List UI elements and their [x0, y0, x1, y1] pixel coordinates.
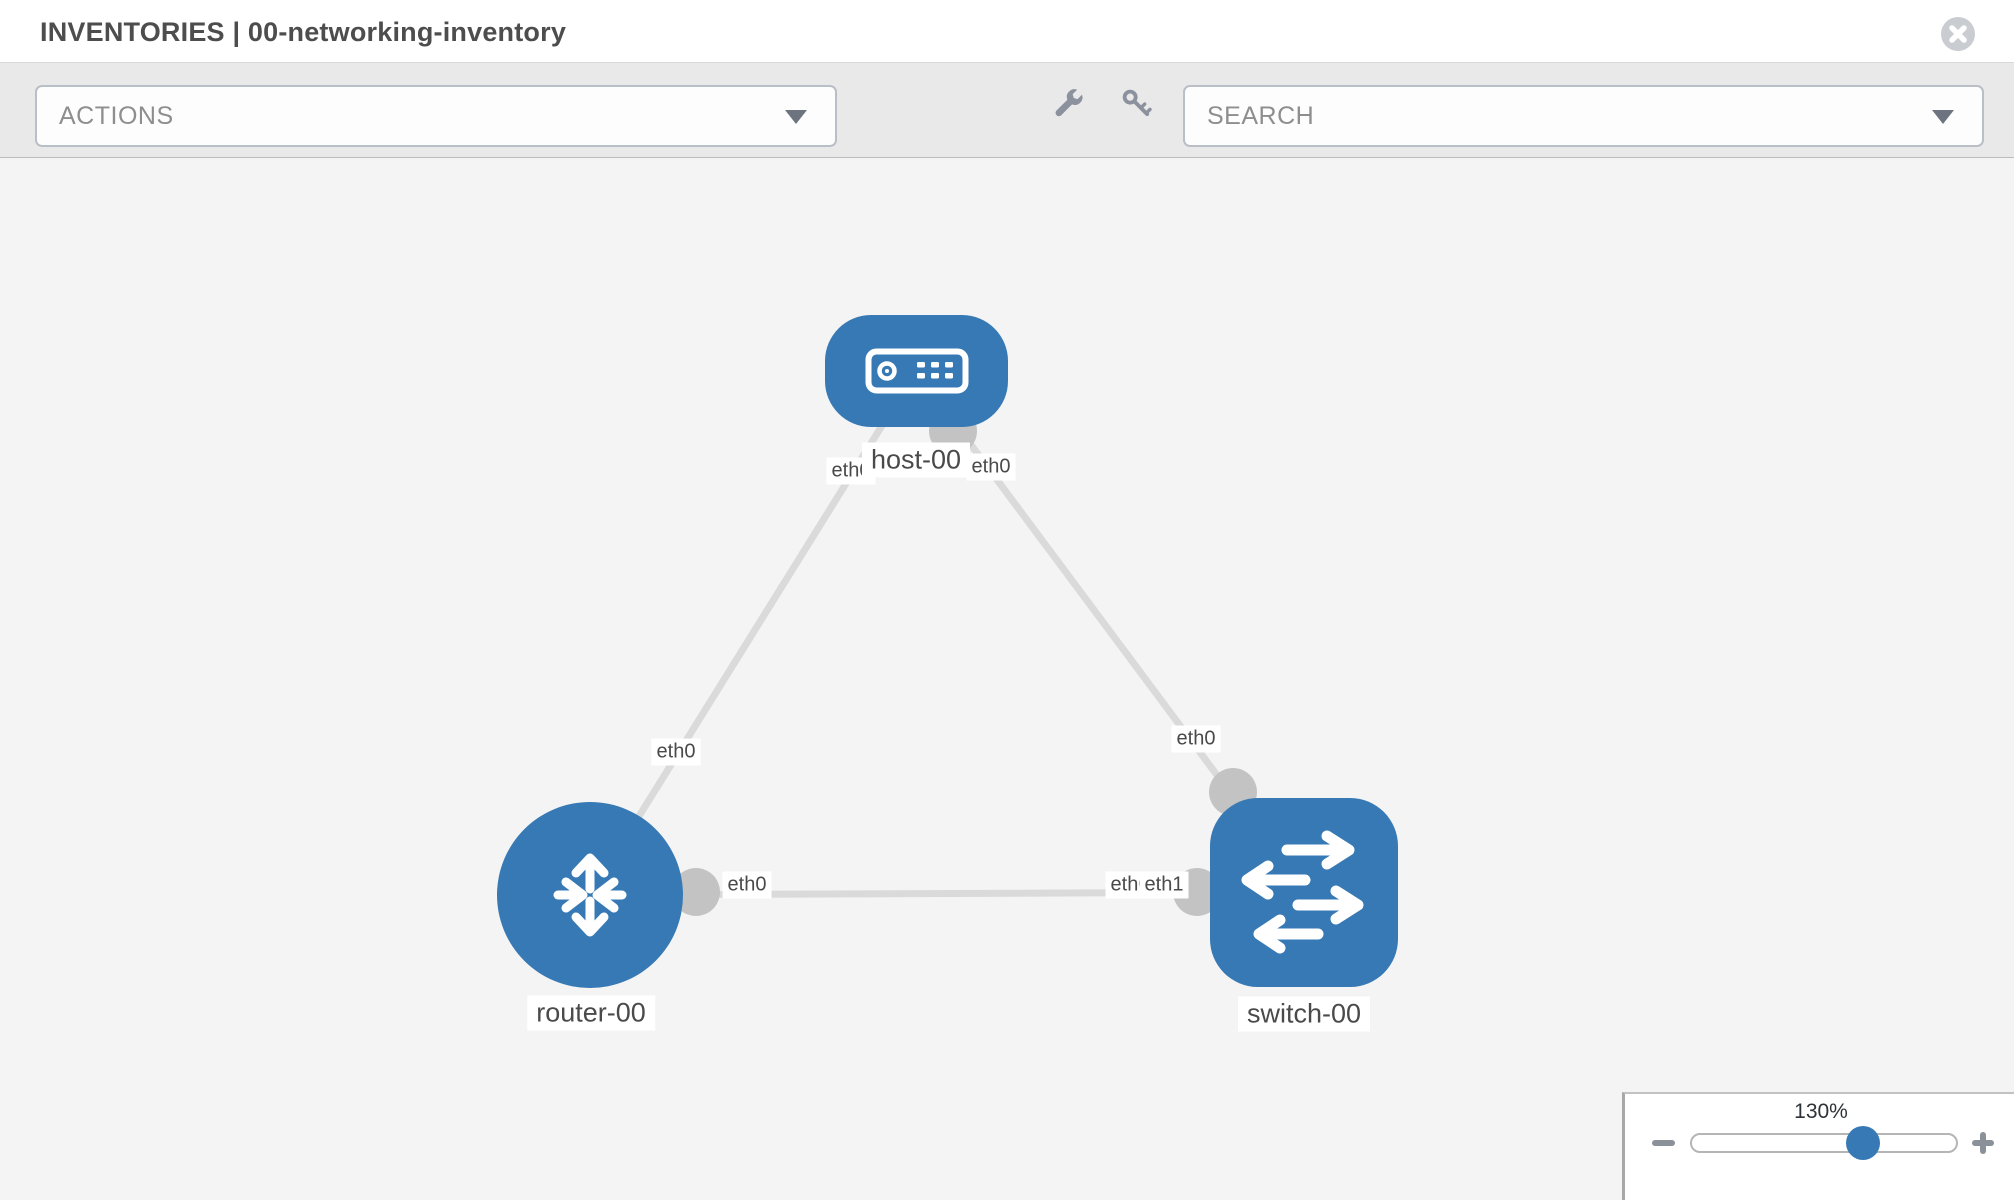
zoom-slider-track[interactable] [1690, 1133, 1958, 1153]
key-button[interactable] [1116, 83, 1156, 123]
links-layer [587, 368, 1307, 916]
close-button[interactable] [1941, 17, 1975, 51]
interface-label: eth0 [651, 738, 701, 766]
zoom-slider-thumb[interactable] [1846, 1126, 1880, 1160]
node-label-host: host-00 [861, 442, 971, 478]
interface-label: eth0 [722, 871, 772, 899]
node-label-router: router-00 [527, 995, 655, 1031]
actions-dropdown[interactable]: ACTIONS [35, 85, 837, 147]
header: INVENTORIES | 00-networking-inventory [0, 0, 2014, 62]
switch-icon [1241, 830, 1364, 954]
page-title: INVENTORIES | 00-networking-inventory [40, 17, 567, 47]
host-icon [865, 348, 968, 394]
chevron-down-icon [1932, 110, 1954, 124]
node-label-switch: switch-00 [1237, 996, 1371, 1032]
interface-label: eth1 [1139, 871, 1189, 899]
interface-label: eth0 [1171, 725, 1221, 753]
search-dropdown[interactable]: SEARCH [1183, 85, 1984, 147]
close-icon [1949, 25, 1967, 43]
zoom-level: 130% [1794, 1100, 1848, 1123]
topology-canvas[interactable]: eth0 host-00 eth0 eth0 eth0 eth0 eth0 et… [0, 158, 2014, 1200]
search-dropdown-label: SEARCH [1207, 101, 1315, 130]
toolbar: ACTIONS SEARCH [0, 62, 2014, 159]
router-icon [553, 853, 627, 937]
wrench-button[interactable] [1048, 83, 1088, 123]
actions-dropdown-label: ACTIONS [59, 101, 174, 130]
interface-label: eth0 [966, 453, 1016, 481]
zoom-out-button[interactable] [1652, 1140, 1675, 1146]
zoom-in-button[interactable] [1972, 1132, 1994, 1154]
chevron-down-icon [785, 110, 807, 124]
key-icon [1122, 89, 1152, 117]
node-router-00[interactable] [497, 802, 683, 988]
wrench-icon [1055, 89, 1083, 117]
port-dot-router[interactable] [672, 868, 720, 916]
node-switch-00[interactable] [1210, 798, 1398, 987]
node-host-00[interactable] [825, 315, 1008, 427]
